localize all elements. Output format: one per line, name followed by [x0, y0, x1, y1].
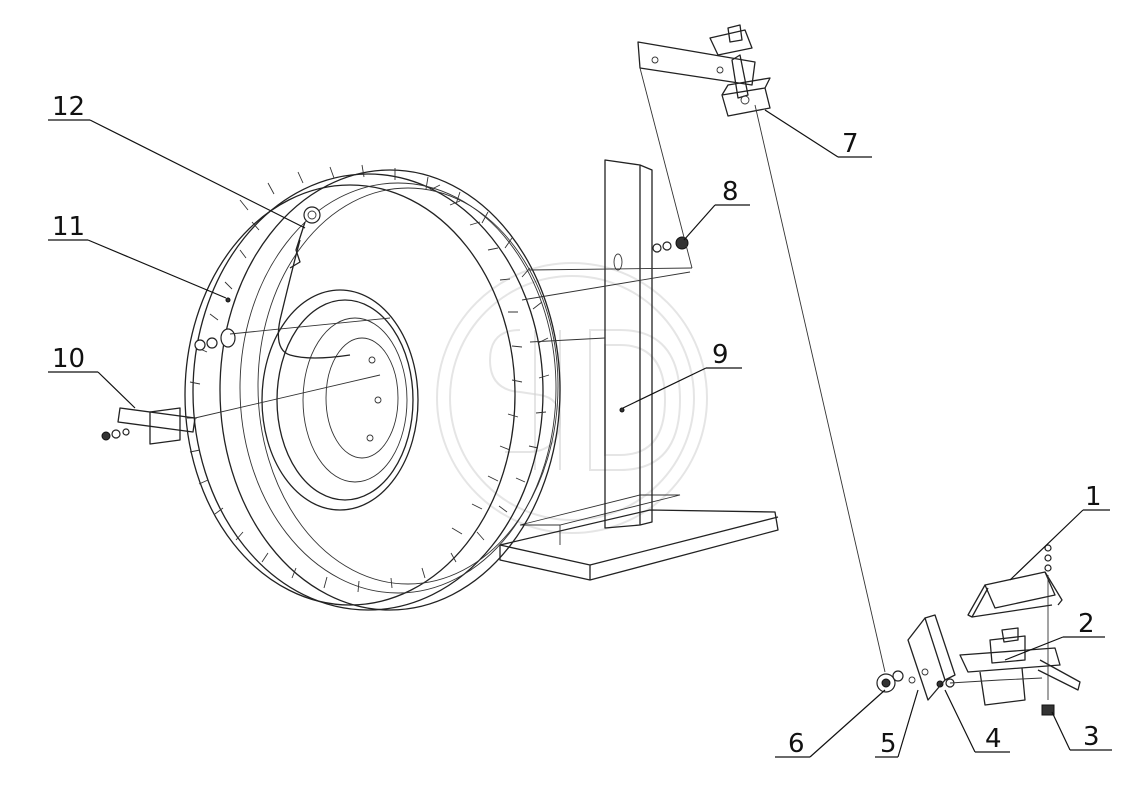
callout-label-12: 12 — [52, 92, 85, 122]
callout-3: 3 — [1051, 711, 1112, 752]
callout-label-8: 8 — [722, 177, 739, 207]
callout-6: 6 — [775, 689, 886, 759]
callout-10: 10 — [48, 344, 136, 409]
callout-9: 9 — [622, 340, 742, 409]
bolt-stack-part-3 — [1041, 544, 1055, 716]
carrier-base-frame — [499, 494, 779, 581]
callout-label-5: 5 — [880, 729, 897, 759]
callout-5: 5 — [875, 689, 919, 759]
callout-label-11: 11 — [52, 212, 85, 242]
sd-logo-watermark-icon — [436, 262, 708, 534]
tire-tread-blocks — [187, 164, 550, 593]
callout-label-7: 7 — [842, 129, 859, 159]
callout-7: 7 — [764, 109, 872, 159]
callout-11: 11 — [48, 212, 227, 299]
lower-clamp-bracket — [101, 407, 196, 445]
assembly-lines — [194, 67, 1043, 681]
spare-tire — [184, 164, 561, 611]
eye-bolt-part-6 — [876, 670, 904, 693]
callout-label-3: 3 — [1083, 722, 1100, 752]
callout-8: 8 — [683, 177, 750, 241]
wheel-rim — [261, 289, 419, 511]
mount-base-part-2 — [959, 627, 1081, 706]
hinge-plate-part-5 — [907, 614, 956, 701]
callout-label-1: 1 — [1085, 482, 1102, 512]
callout-1: 1 — [1009, 482, 1110, 581]
pin-part-4 — [936, 678, 1001, 688]
vertical-post — [604, 159, 653, 529]
callout-4: 4 — [944, 689, 1010, 754]
callout-label-6: 6 — [788, 729, 805, 759]
callout-2: 2 — [1004, 609, 1105, 661]
hub-washer-nut-set — [194, 328, 236, 351]
callout-12: 12 — [48, 92, 306, 229]
mount-cover-part-1 — [967, 571, 1063, 618]
callout-label-9: 9 — [712, 340, 729, 370]
callout-label-4: 4 — [985, 724, 1002, 754]
top-mount-bracket — [637, 24, 771, 117]
post-nut-washer — [652, 236, 689, 253]
callout-label-2: 2 — [1078, 609, 1095, 639]
callout-label-10: 10 — [52, 344, 85, 374]
hook-shackle — [277, 206, 351, 359]
